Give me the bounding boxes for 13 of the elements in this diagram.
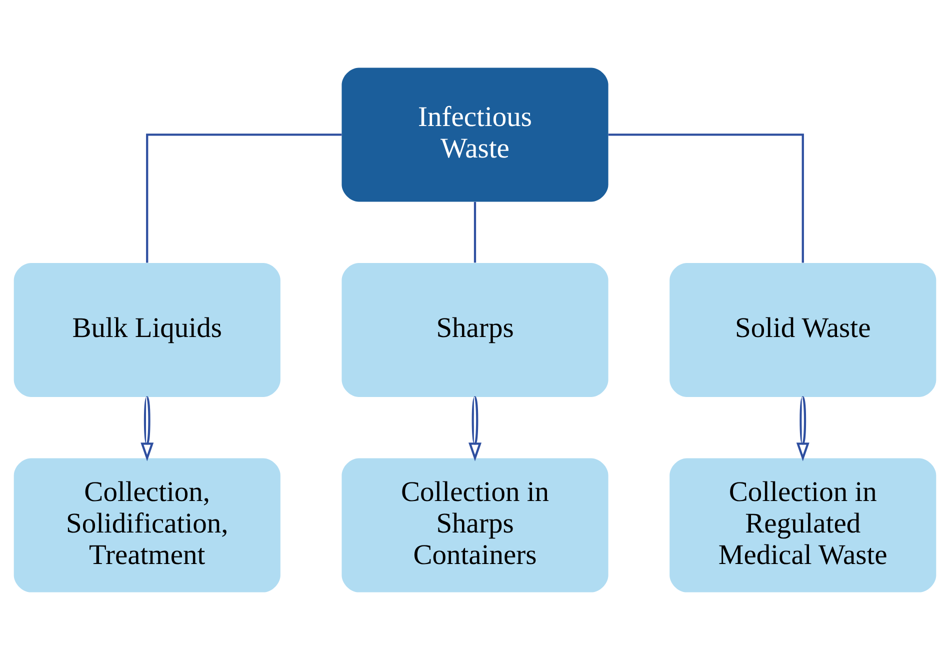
connector xyxy=(474,201,476,262)
node-box: Infectious Waste xyxy=(342,67,608,202)
node-box: Collection in Sharps Containers xyxy=(342,458,608,592)
arrow xyxy=(468,396,482,461)
connector xyxy=(146,133,342,262)
node-box: Solid Waste xyxy=(670,262,936,396)
node-box: Collection, Solidification, Treatment xyxy=(14,458,280,592)
node-box: Bulk Liquids xyxy=(14,262,280,396)
arrow xyxy=(796,396,810,461)
arrow xyxy=(140,396,154,461)
node-box: Sharps xyxy=(342,262,608,396)
node-box: Collection in Regulated Medical Waste xyxy=(670,458,936,592)
connector xyxy=(608,133,804,262)
